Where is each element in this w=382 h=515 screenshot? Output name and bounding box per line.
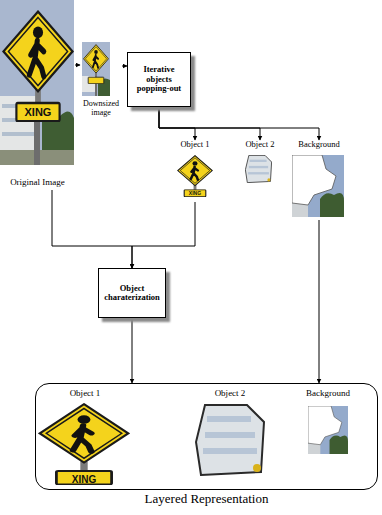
flow-arrow [132,202,195,268]
frame-caption: Layered Representation [35,492,378,506]
crossing-sign [3,12,72,122]
image-panel: Object 2 [190,389,270,479]
image-caption: Downsized image [80,100,122,118]
box-label: Object charaterization [102,284,162,303]
image-caption: Background [288,140,350,149]
flow-arrow [75,65,80,66]
object-sign [40,404,128,484]
background-image [292,155,344,217]
sky [0,0,74,165]
background-image [308,406,348,454]
process-box: Object charaterization [98,268,166,318]
flow-arrow [159,107,319,140]
box-label: Iterative objects popping-out [131,65,187,93]
process-box: Iterative objects popping-out [127,52,191,107]
flow-arrow [319,220,320,383]
image-panel: Downsized image [80,40,122,120]
object-building [245,155,271,182]
sign-text: XING [72,475,96,485]
image-panel: Object 2 [238,140,282,185]
sky [82,42,110,96]
image-panel: Background [300,389,356,454]
plate-area: XING [184,190,206,197]
plate-area: XING [56,473,111,486]
image-caption: Object 2 [238,140,282,149]
sign-text: XING [25,107,52,118]
image-panel: Background [288,140,350,220]
sign-text: XING [189,191,201,196]
image-caption: Original Image [0,178,75,188]
crossing-sign [84,45,109,84]
image-caption: Background [300,389,356,399]
flow-arrow [159,107,195,140]
image-panel: Object 1 [38,389,132,485]
layer-frame: Layered Representation Object 1 Object 2 Ba… [35,383,378,508]
image-panel: Original Image [0,0,75,190]
image-caption: Object 1 [38,389,132,399]
object-building [196,405,264,475]
flow-arrow [132,318,133,383]
object-sign [178,156,213,197]
image-caption: Object 1 [170,140,220,149]
image-caption: Object 2 [190,389,270,399]
plate-area: XING [16,103,59,121]
flow-arrow [52,190,132,268]
window-band [2,132,36,136]
flow-arrow [159,107,260,140]
